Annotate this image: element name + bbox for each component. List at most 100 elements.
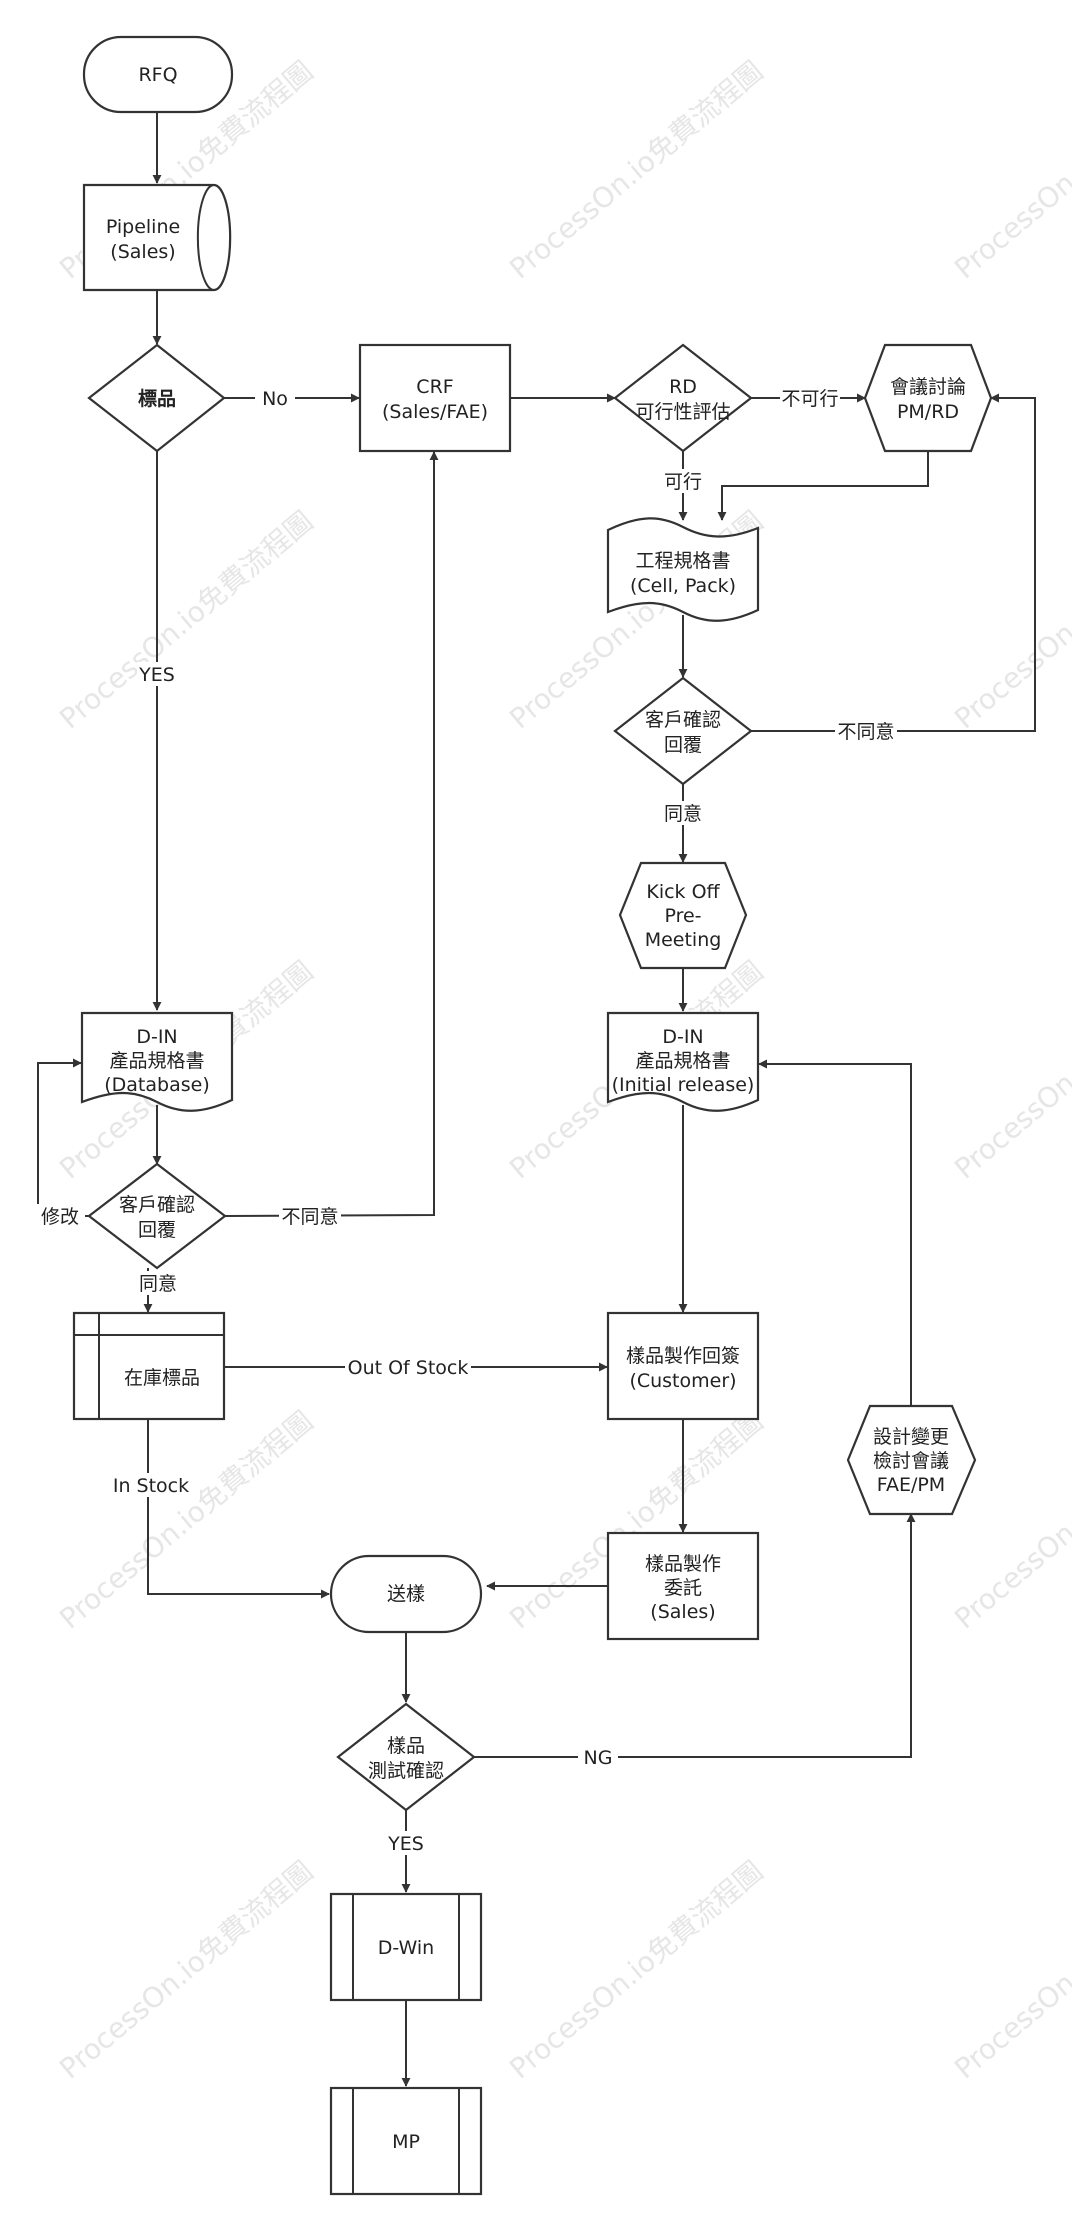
decision-shape	[613, 343, 753, 453]
node-rd-eval: RD 可行性評估	[613, 343, 753, 453]
watermark: ProcessOn.io免費流程圖	[53, 505, 319, 736]
node-pipeline: Pipeline (Sales)	[82, 183, 232, 292]
node-dwin: D-Win	[329, 1892, 483, 2002]
watermark: ProcessOn.io免費流程圖	[53, 1405, 319, 1636]
preparation-shape	[846, 1404, 977, 1516]
node-design-change-line-3: FAE/PM	[877, 1474, 945, 1496]
node-pipeline-line-2: (Sales)	[110, 241, 175, 263]
node-crf: CRF (Sales/FAE)	[358, 343, 512, 453]
node-kickoff: Kick Off Pre- Meeting	[618, 861, 748, 970]
stored-data-shape	[82, 183, 232, 292]
node-din-right-line-2: 產品規格書	[635, 1050, 730, 1072]
node-crf-line-1: CRF	[416, 376, 453, 398]
node-sample-sign-line-2: (Customer)	[629, 1370, 736, 1392]
edge-label-out-of-stock: Out Of Stock	[348, 1357, 469, 1379]
watermark: ProcessOn.io免費流程圖	[948, 55, 1072, 286]
process-shape	[358, 343, 512, 453]
node-send-sample: 送樣	[329, 1554, 483, 1634]
node-din-left-line-2: 產品規格書	[109, 1050, 204, 1072]
node-eng-spec-line-1: 工程規格書	[635, 550, 730, 572]
edge-meeting-engspec	[717, 451, 929, 521]
node-sample-test-line-1: 樣品	[387, 1735, 425, 1757]
preparation-shape	[618, 861, 748, 970]
edge-test-designchange	[474, 1513, 916, 1758]
edge-label-ng: NG	[584, 1747, 613, 1769]
node-cust-confirm-right: 客戶確認 回覆	[613, 676, 753, 786]
node-sample-decision-line-1: 標品	[138, 387, 176, 410]
decision-shape	[87, 1162, 227, 1270]
node-dwin-line-1: D-Win	[378, 1937, 434, 1959]
node-mp: MP	[329, 2086, 483, 2196]
edge-label-disagree-left: 不同意	[281, 1206, 338, 1228]
edge-label-modify: 修改	[41, 1206, 79, 1228]
watermark: ProcessOn.io免費流程圖	[948, 505, 1072, 736]
internal-storage-shape	[72, 1311, 226, 1421]
node-design-change-line-2: 檢討會議	[873, 1450, 949, 1472]
edge-label-yes-left: YES	[138, 664, 175, 686]
edge-label-layer: No YES 不可行 可行 不同意 同意 修改 不同意 同意 Out Of St…	[37, 386, 897, 1855]
node-cust-confirm-right-line-1: 客戶確認	[645, 709, 721, 731]
node-design-change-line-1: 設計變更	[873, 1426, 949, 1448]
document-shape	[606, 1011, 760, 1112]
terminator-shape	[329, 1554, 483, 1634]
node-din-right-line-1: D-IN	[662, 1026, 703, 1048]
document-shape	[606, 517, 760, 622]
terminator-shape	[82, 35, 234, 114]
edge-designchange-din-right	[758, 1059, 912, 1405]
node-stock: 在庫標品	[72, 1311, 226, 1421]
node-sample-sign-line-1: 樣品製作回簽	[626, 1345, 740, 1367]
node-din-right: D-IN 產品規格書 (Initial release)	[606, 1011, 760, 1112]
edge-label-agree-left: 同意	[139, 1273, 177, 1295]
node-pipeline-line-1: Pipeline	[106, 216, 180, 238]
node-eng-spec-line-2: (Cell, Pack)	[630, 575, 736, 597]
node-sample-test-line-2: 測試確認	[368, 1760, 444, 1782]
decision-shape	[336, 1702, 476, 1812]
node-sample-order-line-3: (Sales)	[650, 1601, 715, 1623]
edge-label-no: No	[262, 388, 288, 410]
process-shape	[606, 1531, 760, 1641]
node-sample-order: 樣品製作 委託 (Sales)	[606, 1531, 760, 1641]
node-kickoff-line-2: Pre-	[664, 905, 701, 927]
node-din-left-line-1: D-IN	[136, 1026, 177, 1048]
edge-stock-send	[147, 1419, 330, 1599]
edge-label-in-stock: In Stock	[113, 1475, 189, 1497]
node-design-change: 設計變更 檢討會議 FAE/PM	[846, 1404, 977, 1516]
edge-label-not-feasible: 不可行	[781, 388, 838, 410]
edge-label-yes-bottom: YES	[387, 1833, 424, 1855]
node-send-sample-line-1: 送樣	[387, 1583, 425, 1605]
node-sample-order-line-2: 委託	[664, 1577, 702, 1599]
node-cust-confirm-left: 客戶確認 回覆	[87, 1162, 227, 1270]
node-sample-order-line-1: 樣品製作	[645, 1553, 721, 1575]
node-rd-eval-line-2: 可行性評估	[635, 401, 730, 423]
watermark: ProcessOn.io免費流程圖	[503, 55, 769, 286]
node-rfq: RFQ	[82, 35, 234, 114]
watermark: ProcessOn.io免費流程圖	[948, 955, 1072, 1186]
node-mp-line-1: MP	[392, 2131, 420, 2153]
node-cust-confirm-left-line-1: 客戶確認	[119, 1194, 195, 1216]
node-din-left: D-IN 產品規格書 (Database)	[80, 1011, 234, 1112]
edge-label-agree-right: 同意	[664, 803, 702, 825]
node-rfq-line-1: RFQ	[138, 64, 177, 86]
document-shape	[80, 1011, 234, 1112]
node-cust-confirm-right-line-2: 回覆	[664, 734, 702, 756]
process-shape	[606, 1311, 760, 1421]
node-meeting: 會議討論 PM/RD	[863, 343, 993, 453]
preparation-shape	[863, 343, 993, 453]
watermark: ProcessOn.io免費流程圖	[948, 1855, 1072, 2086]
watermark: ProcessOn.io免費流程圖	[503, 1855, 769, 2086]
predefined-process-shape	[329, 2086, 483, 2196]
node-kickoff-line-1: Kick Off	[646, 881, 720, 903]
node-eng-spec: 工程規格書 (Cell, Pack)	[606, 517, 760, 622]
node-din-left-line-3: (Database)	[104, 1074, 209, 1096]
node-cust-confirm-left-line-2: 回覆	[138, 1219, 176, 1241]
watermark: ProcessOn.io免費流程圖	[53, 1855, 319, 2086]
node-kickoff-line-3: Meeting	[645, 929, 722, 951]
node-stock-line-1: 在庫標品	[124, 1367, 200, 1389]
node-meeting-line-1: 會議討論	[890, 376, 966, 398]
node-rd-eval-line-1: RD	[669, 376, 697, 398]
node-sample-decision: 標品	[87, 343, 226, 453]
edge-label-disagree-right: 不同意	[837, 721, 894, 743]
node-crf-line-2: (Sales/FAE)	[382, 401, 488, 423]
node-sample-sign: 樣品製作回簽 (Customer)	[606, 1311, 760, 1421]
